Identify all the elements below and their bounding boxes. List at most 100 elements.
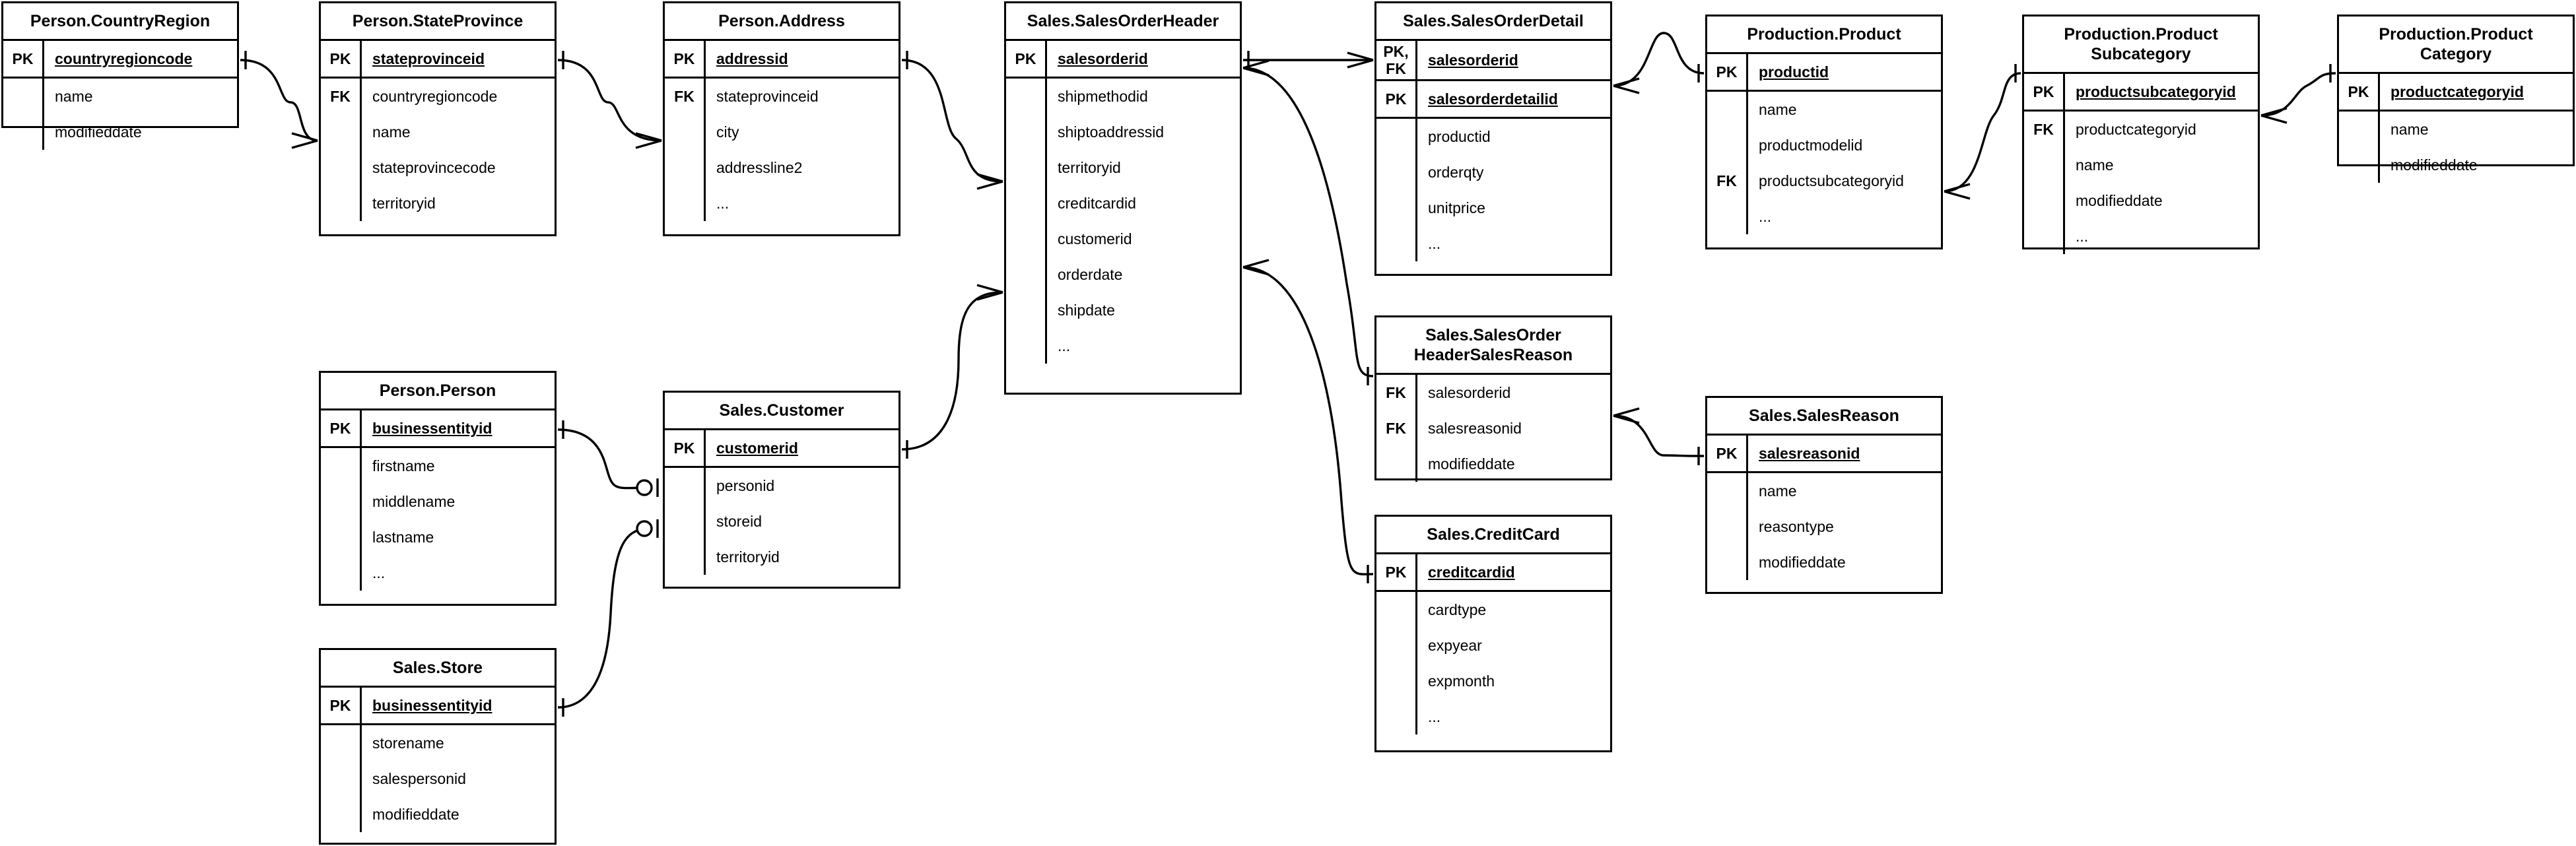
attribute-row[interactable]: firstname [321, 448, 555, 484]
attribute-row[interactable]: orderqty [1376, 154, 1610, 190]
attribute-key-label [1376, 663, 1417, 699]
attribute-row[interactable]: ... [665, 185, 898, 221]
attribute-row[interactable]: expmonth [1376, 663, 1610, 699]
attribute-row[interactable]: customerid [1006, 221, 1240, 257]
attribute-row[interactable]: productid [1376, 119, 1610, 154]
attribute-name: cardtype [1428, 601, 1487, 618]
attribute-name: productmodelid [1759, 137, 1863, 154]
attribute-row[interactable]: productmodelid [1707, 127, 1941, 163]
entity-title: Sales.SalesOrderHeader [1006, 3, 1240, 41]
attribute-row[interactable]: city [665, 114, 898, 150]
attribute-row[interactable]: ... [321, 555, 555, 591]
attribute-row[interactable]: stateprovincecode [321, 150, 555, 185]
attribute-row[interactable]: expyear [1376, 628, 1610, 663]
attribute-row[interactable]: reasontype [1707, 509, 1941, 544]
attribute-row[interactable]: lastname [321, 519, 555, 555]
attribute-row[interactable]: territoryid [321, 185, 555, 221]
attribute-row[interactable]: name [3, 79, 237, 114]
attribute-row[interactable]: name [2024, 147, 2258, 183]
attribute-row[interactable]: ... [1376, 699, 1610, 734]
attribute-row[interactable]: ... [2024, 218, 2258, 254]
attribute-key-label [1376, 446, 1417, 482]
attribute-row[interactable]: orderdate [1006, 257, 1240, 292]
attribute-row[interactable]: modifieddate [2024, 183, 2258, 218]
attribute-row[interactable]: name [321, 114, 555, 150]
attribute-row[interactable]: middlename [321, 484, 555, 519]
attribute-row[interactable]: salespersonid [321, 761, 555, 797]
attribute-row[interactable]: ... [1376, 226, 1610, 261]
attribute-row[interactable]: shipdate [1006, 292, 1240, 328]
attribute-row[interactable]: storename [321, 725, 555, 761]
attribute-row[interactable]: name [2339, 112, 2573, 147]
attribute-key-label [321, 519, 362, 555]
attribute-row[interactable]: storeid [665, 504, 898, 539]
attribute-row[interactable]: territoryid [1006, 150, 1240, 185]
attribute-row[interactable]: modifieddate [3, 114, 237, 150]
crowsfoot-salesorderheader-reasonlink [1242, 59, 1270, 77]
attribute-row[interactable]: personid [665, 468, 898, 504]
attribute-row[interactable]: unitprice [1376, 190, 1610, 226]
entity-title: Production.Product [1707, 16, 1941, 54]
attribute-row[interactable]: modifieddate [1707, 544, 1941, 580]
attribute-row[interactable]: cardtype [1376, 592, 1610, 628]
attribute-row[interactable]: shiptoaddressid [1006, 114, 1240, 150]
attribute-key-label: PK [1707, 436, 1748, 471]
attribute-key-label: PK [1376, 81, 1417, 117]
attribute-key-label [665, 185, 706, 221]
attribute-name: territoryid [1058, 159, 1121, 176]
attribute-row[interactable]: modifieddate [2339, 147, 2573, 183]
attribute-row[interactable]: name [1707, 92, 1941, 127]
attribute-row[interactable]: addressline2 [665, 150, 898, 185]
attribute-row[interactable]: modifieddate [321, 797, 555, 832]
attribute-row[interactable]: ... [1707, 199, 1941, 234]
crowsfoot-product-subcategory [1944, 183, 1971, 200]
rel-address-salesorderheader [901, 59, 1003, 183]
attribute-name: modifieddate [1428, 455, 1515, 472]
attribute-row[interactable]: territoryid [665, 539, 898, 575]
attribute-row[interactable]: shipmethodid [1006, 79, 1240, 114]
attribute-key-label: FK [2024, 112, 2065, 147]
attribute-row[interactable]: name [1707, 473, 1941, 509]
crowsfoot-salesorderheader-address [976, 173, 1003, 190]
attribute-row[interactable]: modifieddate [1376, 446, 1610, 482]
attribute-row[interactable]: creditcardid [1006, 185, 1240, 221]
attribute-row[interactable]: ... [1006, 328, 1240, 364]
